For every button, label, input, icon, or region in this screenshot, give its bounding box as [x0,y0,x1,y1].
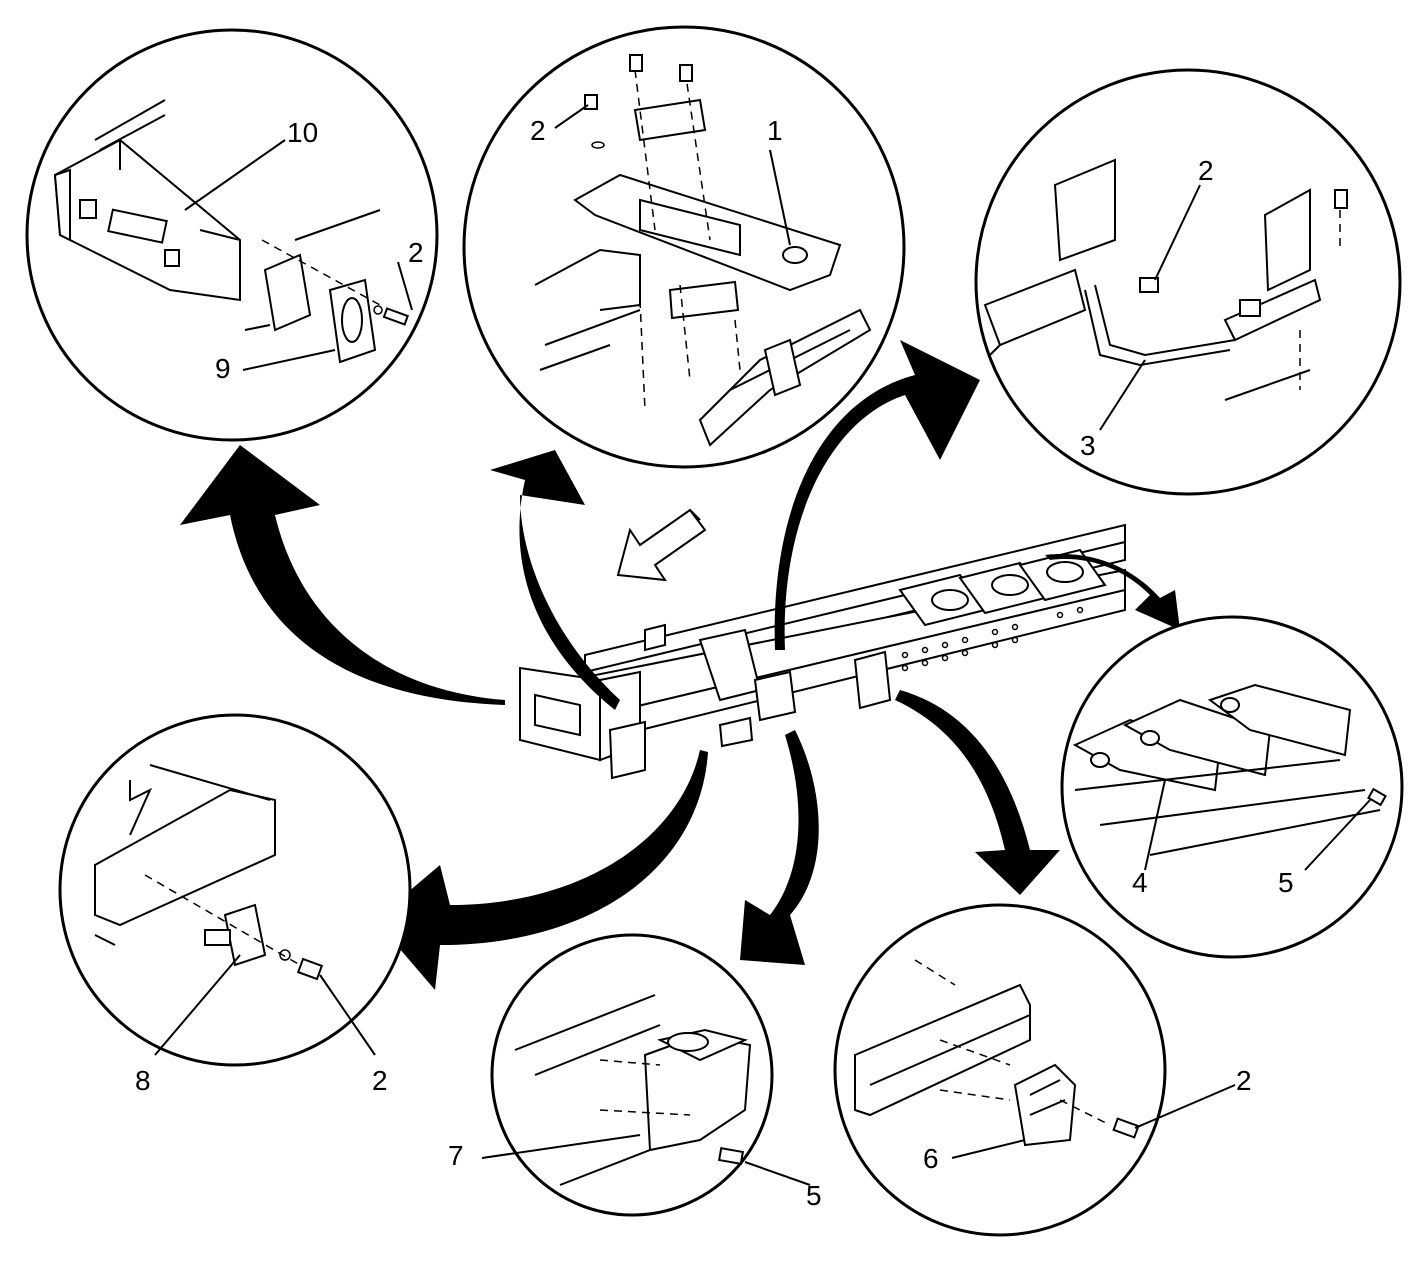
arrow-to-detail-3 [774,340,980,650]
callout-3: 3 [1080,430,1096,461]
detail-view-bottom-center [481,933,811,1217]
callout-2-top-center: 2 [530,115,546,146]
bracket-part [204,903,267,967]
arrow-to-detail-7-5 [740,730,819,965]
rear-crossmember-part [1072,683,1381,856]
detail-view-top-left [25,28,439,442]
frame-rail-section [94,764,276,946]
body-mount-bracket-part [514,994,752,1186]
arrow-to-detail-4-5 [1045,554,1180,630]
callout-5-right: 5 [1278,867,1294,898]
frame-rail-right [698,308,872,447]
callout-7: 7 [448,1140,464,1171]
callout-9: 9 [215,353,231,384]
callout-6: 6 [923,1143,939,1174]
detail-view-bottom-right [833,903,1236,1237]
bolt-part [261,239,409,326]
front-direction-arrow [616,508,707,582]
callout-2-top-left: 2 [408,237,424,268]
arrow-to-detail-8-2 [375,750,708,990]
callout-2-bottom-left: 2 [372,1065,388,1096]
callout-1: 1 [767,115,783,146]
central-frame-assembly [519,523,1126,780]
tow-hook-bracket-part [244,209,381,364]
curved-arrows [180,340,1180,990]
spring-hanger-part [1013,1063,1077,1147]
transmission-crossmember-part [573,98,842,320]
front-crossmember-part [53,99,241,302]
exhaust-hanger-part [983,158,1348,401]
callout-labels: 10 2 9 2 1 2 3 4 5 8 2 7 5 6 2 [135,115,1294,1211]
detail-view-bottom-left [58,713,412,1067]
callout-5-bottom: 5 [806,1180,822,1211]
frame-rail-channel [854,983,1031,1117]
detail-view-top-center [462,25,906,469]
arrow-to-detail-6 [895,690,1060,895]
callout-2-bottom-right: 2 [1236,1065,1252,1096]
callout-4: 4 [1132,867,1148,898]
detail-view-top-right [974,68,1402,496]
callout-2-top-right: 2 [1198,155,1214,186]
arrow-to-detail-10-9 [180,445,505,705]
detail-view-right-middle [1060,615,1404,959]
callout-10: 10 [287,117,318,148]
callout-8: 8 [135,1065,151,1096]
frame-rail-left [534,248,641,371]
